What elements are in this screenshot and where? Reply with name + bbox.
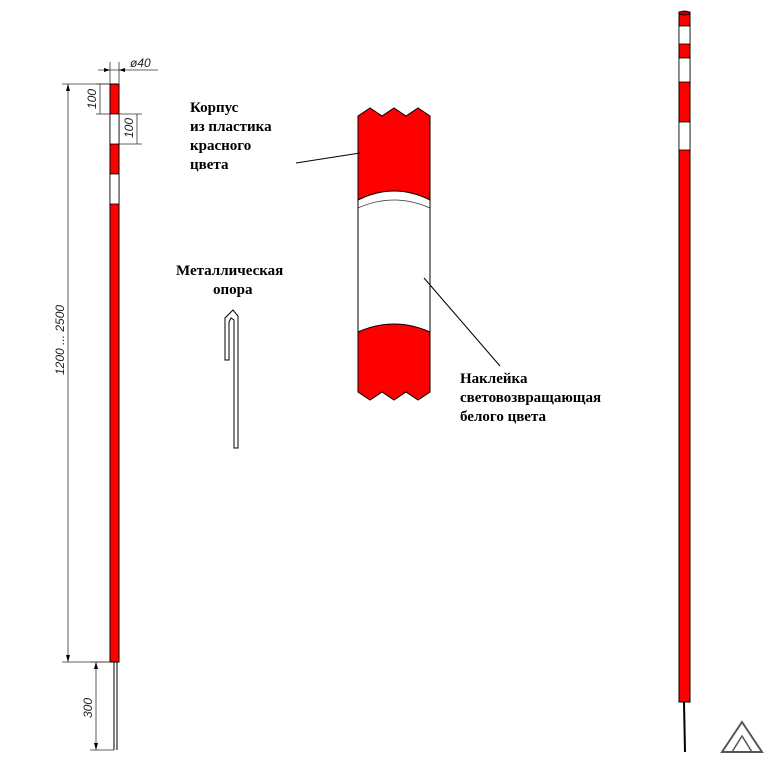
leader-body — [295, 152, 361, 164]
right-post-support — [683, 701, 686, 753]
right-post-band-1 — [678, 25, 691, 45]
dimension-diameter: ø40 — [98, 56, 158, 84]
label-support-2: опора — [213, 282, 253, 298]
label-sticker-2: световозвращающая — [460, 390, 601, 406]
dimension-support: 300 — [81, 661, 114, 751]
label-sticker-3: белого цвета — [460, 409, 547, 425]
corner-logo — [720, 720, 764, 753]
label-support-1: Металлическая — [176, 263, 283, 279]
left-post-band-1 — [109, 113, 120, 145]
dimension-support-label: 300 — [81, 698, 95, 718]
right-post-cap — [678, 10, 691, 16]
right-post-body — [678, 11, 691, 703]
left-post — [109, 83, 120, 750]
label-body-2: из пластика — [190, 119, 272, 135]
dimension-length: 1200 ... 2500 — [53, 83, 110, 663]
dimension-band-top: 100 — [85, 83, 110, 115]
label-body-3: красного — [190, 138, 251, 154]
dimension-band-top-label: 100 — [85, 89, 99, 109]
right-post-band-3 — [678, 121, 691, 151]
dimension-band-gap: 100 — [119, 113, 142, 145]
right-post-band-2 — [678, 57, 691, 83]
dimension-diameter-label: ø40 — [130, 56, 151, 70]
left-post-band-2 — [109, 173, 120, 205]
dimension-length-label: 1200 ... 2500 — [53, 305, 67, 375]
leader-sticker — [423, 277, 501, 367]
label-sticker-1: Наклейка — [460, 371, 528, 387]
label-body-1: Корпус — [190, 100, 239, 116]
metal-support-drawing — [224, 309, 239, 449]
right-post — [678, 10, 691, 753]
left-post-body — [109, 83, 120, 663]
dimension-band-gap-label: 100 — [122, 118, 136, 138]
label-body-4: цвета — [190, 157, 229, 173]
detail-reflective-band — [357, 190, 431, 333]
detail-cylinder — [357, 107, 431, 401]
